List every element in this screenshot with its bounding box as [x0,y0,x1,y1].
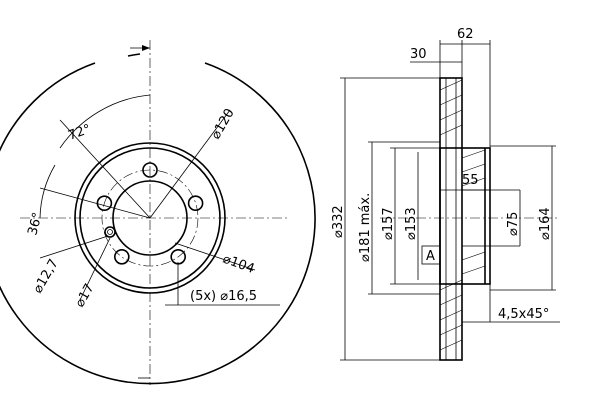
datum-box [421,245,441,265]
label-bolt-holes: (5x) ⌀16,5 [190,289,257,304]
label-disc-diameter: ⌀332 [331,205,346,238]
label-pilot-depth: 55 [462,173,479,188]
hub-hatching [461,149,486,275]
label-pcd: ⌀120 [208,106,237,142]
side-view [340,40,560,361]
front-view [0,40,316,385]
angle-arc-72 [59,94,151,149]
disc-outer-circle [0,62,316,385]
label-max-diameter: ⌀181 máx. [358,193,373,262]
label-center-hole: ⌀75 [506,212,521,236]
label-overall-height: 62 [457,27,474,42]
hub-outer-circle [74,142,226,294]
section-arrow-top-head [142,45,150,51]
label-datum: A [426,249,435,264]
bolt-hole-2 [187,195,204,211]
leader-17 [79,237,111,301]
bolt-hole-4 [114,248,130,265]
disc-ring [439,77,463,361]
label-vent-angle: 36° [25,211,45,237]
leader-12-7 [39,235,109,259]
label-hub-inner: ⌀153 [404,207,419,240]
radial-line-36 [39,187,151,219]
hub-inner-circle [79,147,221,289]
label-small-hole: ⌀12,7 [30,257,61,296]
label-hub-outer: ⌀157 [381,207,396,240]
hub-hat [439,147,491,285]
leader-104 [174,242,256,271]
label-bolt-angle: 72° [66,122,93,144]
disc-outer-circle-top-left [127,53,141,57]
label-hole-17: ⌀17 [72,281,97,310]
disc-hatching [439,79,463,351]
center-bore-circle [112,180,188,256]
small-locating-hole-inner [107,229,113,235]
label-center-bore: ⌀104 [221,252,257,277]
angle-arc-36 [39,164,56,219]
bolt-hole-5 [96,195,113,211]
label-chamfer: 4,5x45° [498,307,549,322]
label-hub-face: ⌀164 [538,207,553,240]
radial-line-72 [59,119,151,219]
radial-line-120 [149,109,231,219]
label-hat-height: 30 [410,47,427,62]
small-locating-hole [104,226,116,238]
pcd-circle [101,169,199,267]
bolt-hole-1 [142,162,158,178]
